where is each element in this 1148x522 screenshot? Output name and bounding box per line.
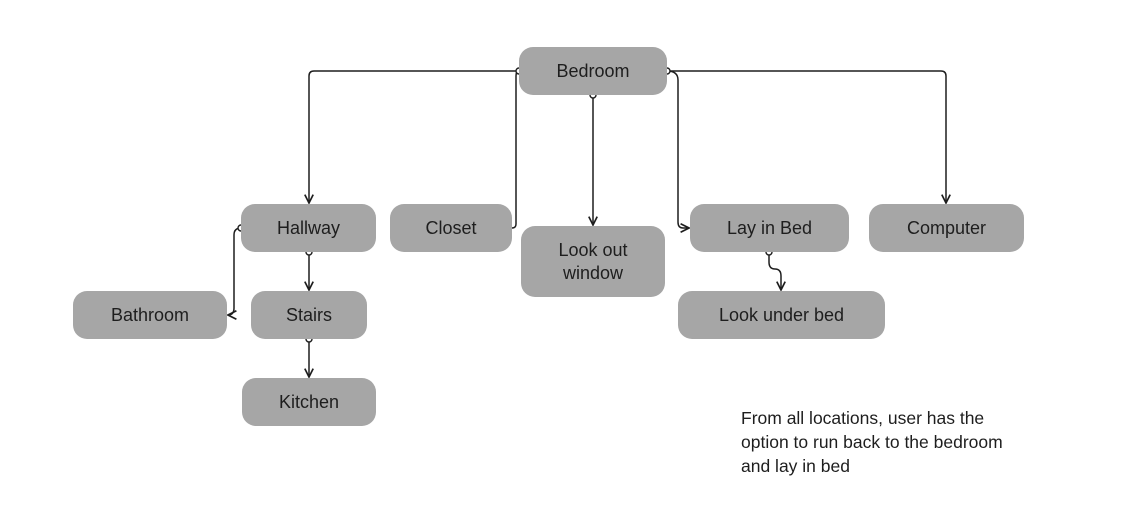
annotation-note: From all locations, user has the option …	[741, 408, 1003, 476]
node-hallway[interactable]: Hallway	[241, 204, 376, 252]
node-label: Look under bed	[718, 304, 845, 325]
node-kitchen[interactable]: Kitchen	[242, 378, 376, 426]
connector-bedroom-laybed	[666, 70, 689, 228]
node-label: Computer	[906, 217, 987, 238]
node-stairs[interactable]: Stairs	[251, 291, 367, 339]
node-label: Kitchen	[278, 391, 340, 412]
node-label: Lay in Bed	[726, 217, 813, 238]
node-label: Bedroom	[556, 60, 630, 81]
node-bathroom[interactable]: Bathroom	[73, 291, 227, 339]
node-label: Bathroom	[110, 304, 190, 325]
connector-bedroom-computer	[667, 70, 946, 203]
node-closet[interactable]: Closet	[390, 204, 512, 252]
node-label: Look out window	[558, 239, 628, 283]
node-look-under-bed[interactable]: Look under bed	[678, 291, 885, 339]
node-look-out-window[interactable]: Look out window	[521, 226, 665, 297]
node-label: Hallway	[276, 217, 341, 238]
connector-hallway-bathroom	[228, 227, 242, 315]
node-bedroom[interactable]: Bedroom	[519, 47, 667, 95]
connector-bedroom-hallway	[309, 70, 519, 203]
connector-laybed-underbed	[768, 252, 781, 290]
node-computer[interactable]: Computer	[869, 204, 1024, 252]
connector-closet-bedroom	[511, 70, 520, 229]
node-lay-in-bed[interactable]: Lay in Bed	[690, 204, 849, 252]
node-label: Closet	[425, 217, 477, 238]
node-label: Stairs	[285, 304, 332, 325]
